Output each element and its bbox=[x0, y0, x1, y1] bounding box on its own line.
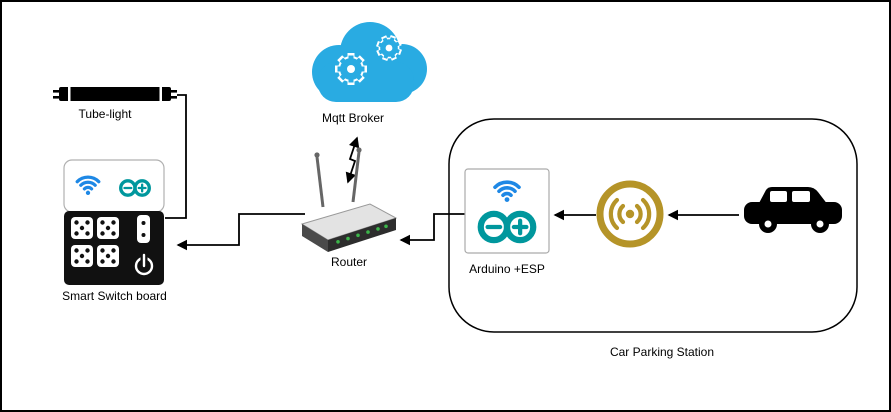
connector-cloud-router-bidirectional bbox=[345, 136, 360, 184]
mqtt-broker-label: Mqtt Broker bbox=[321, 111, 384, 125]
wifi-icon bbox=[75, 175, 101, 195]
arduino-esp-module bbox=[464, 168, 550, 254]
arduino-logo-icon bbox=[119, 179, 151, 197]
power-icon bbox=[134, 253, 154, 276]
smart-switch-board-label: Smart Switch board bbox=[62, 289, 167, 303]
connectors bbox=[165, 94, 739, 251]
connector-arduino-to-router bbox=[399, 213, 465, 246]
car-parking-station-container bbox=[448, 118, 858, 333]
gear-icon bbox=[376, 35, 402, 61]
gear-icon bbox=[335, 53, 367, 85]
proximity-sensor-icon bbox=[596, 180, 664, 248]
rocker-switch-icon bbox=[137, 215, 150, 243]
switch-panel-icon bbox=[64, 211, 164, 285]
switch-button-dots bbox=[74, 220, 116, 264]
router-leds bbox=[336, 224, 388, 244]
tube-light-icon bbox=[53, 87, 177, 101]
connector-tubelight-to-switchboard bbox=[165, 94, 187, 219]
car-icon bbox=[744, 187, 842, 233]
router-label: Router bbox=[330, 255, 368, 269]
smart-switch-top-module bbox=[63, 159, 165, 213]
cloud-gears-icon bbox=[312, 22, 427, 102]
arduino-esp-label: Arduino +ESP bbox=[469, 262, 545, 276]
router-icon bbox=[300, 147, 398, 252]
arduino-logo-icon bbox=[477, 210, 537, 244]
cloud-icon bbox=[312, 22, 427, 102]
tube-light-label: Tube-light bbox=[78, 107, 132, 121]
wifi-icon bbox=[493, 180, 521, 202]
connector-router-to-switchboard bbox=[176, 213, 305, 251]
car-parking-station-label: Car Parking Station bbox=[609, 345, 715, 359]
